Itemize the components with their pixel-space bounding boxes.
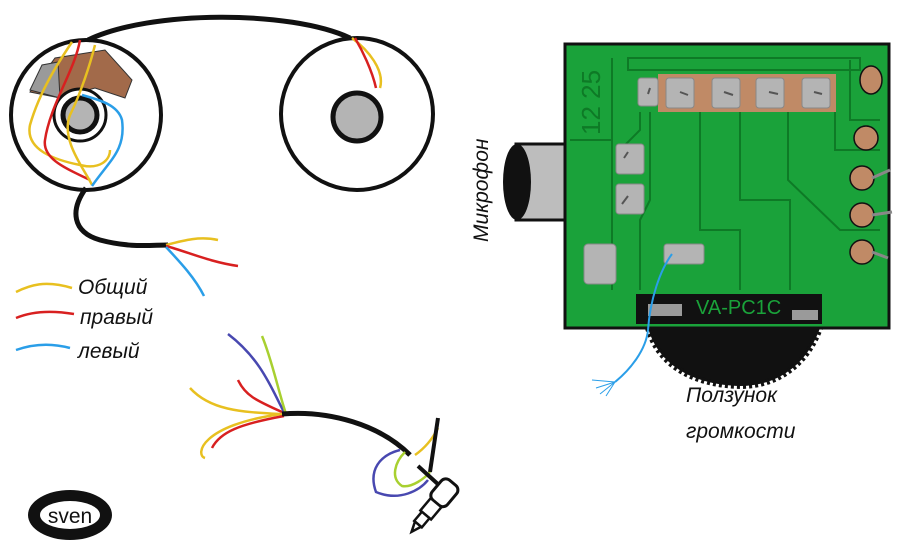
microphone-cable <box>189 333 460 535</box>
right-earcup <box>279 36 435 192</box>
legend-right-label: правый <box>80 306 153 329</box>
round-pad-2 <box>853 125 879 151</box>
slider-label-line1: Ползунок <box>686 384 778 407</box>
volume-wheel <box>645 326 823 390</box>
microphone-label: Микрофон <box>470 138 493 242</box>
pad-mic-1 <box>615 143 645 175</box>
board-model: VA-PC1C <box>696 297 781 319</box>
legend-left-label: левый <box>77 340 140 363</box>
wire-color-legend: Общий правый левый <box>15 276 153 363</box>
headphone-cable-fanout <box>165 237 239 297</box>
board-number: 12 25 <box>576 70 606 135</box>
round-pad-5 <box>849 239 875 265</box>
legend-common-label: Общий <box>78 276 148 299</box>
round-pad-1 <box>859 65 883 95</box>
left-earcup <box>9 38 163 192</box>
headband-cable <box>86 14 352 43</box>
round-pad-4 <box>849 202 875 228</box>
headphone-cable <box>73 186 169 249</box>
circuit-board: 12 25 VA-PC1C <box>563 42 893 330</box>
audio-plug <box>409 477 460 535</box>
legend-right-swatch <box>15 310 75 320</box>
board-blue-wire <box>614 253 673 383</box>
round-pad-3 <box>849 165 875 191</box>
slider-label-line2: громкости <box>686 420 796 443</box>
legend-left-swatch <box>15 343 71 352</box>
pad-7 <box>663 243 705 265</box>
legend-common-swatch <box>15 282 73 294</box>
pad-6 <box>583 243 617 285</box>
pad-mic-2 <box>615 183 645 215</box>
sven-logo: sven <box>28 490 112 540</box>
logo-text: sven <box>48 505 92 528</box>
